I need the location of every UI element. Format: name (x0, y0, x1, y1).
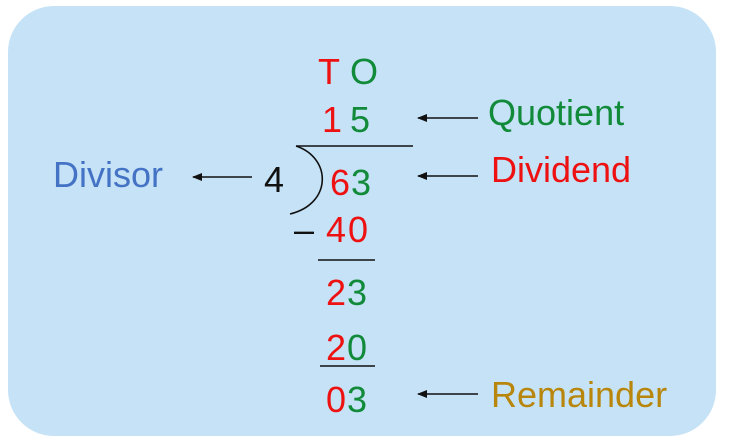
quotient-label: Quotient (488, 92, 625, 133)
step1-tens-digit: 4 (326, 209, 347, 250)
tens-header: T (318, 51, 340, 92)
remainder-label: Remainder (491, 374, 668, 415)
divisor-value: 4 (264, 159, 285, 200)
quotient-tens-digit: 1 (322, 99, 343, 140)
minus-sign: – (294, 209, 315, 250)
step2-ones-digit: 3 (347, 272, 368, 313)
background-panel (8, 6, 716, 436)
ones-header: O (350, 51, 379, 92)
dividend-tens-digit: 6 (330, 162, 351, 203)
divisor-label: Divisor (53, 154, 164, 195)
quotient-ones-digit: 5 (350, 99, 371, 140)
remainder-ones-digit: 3 (347, 379, 368, 420)
dividend-label: Dividend (491, 149, 632, 190)
division-bracket (289, 145, 324, 215)
step3-ones-digit: 0 (347, 327, 368, 368)
step1-ones-digit: 0 (348, 209, 369, 250)
step3-tens-digit: 2 (326, 327, 347, 368)
dividend-ones-digit: 3 (351, 162, 372, 203)
remainder-tens-digit: 0 (326, 379, 347, 420)
step2-tens-digit: 2 (326, 272, 347, 313)
